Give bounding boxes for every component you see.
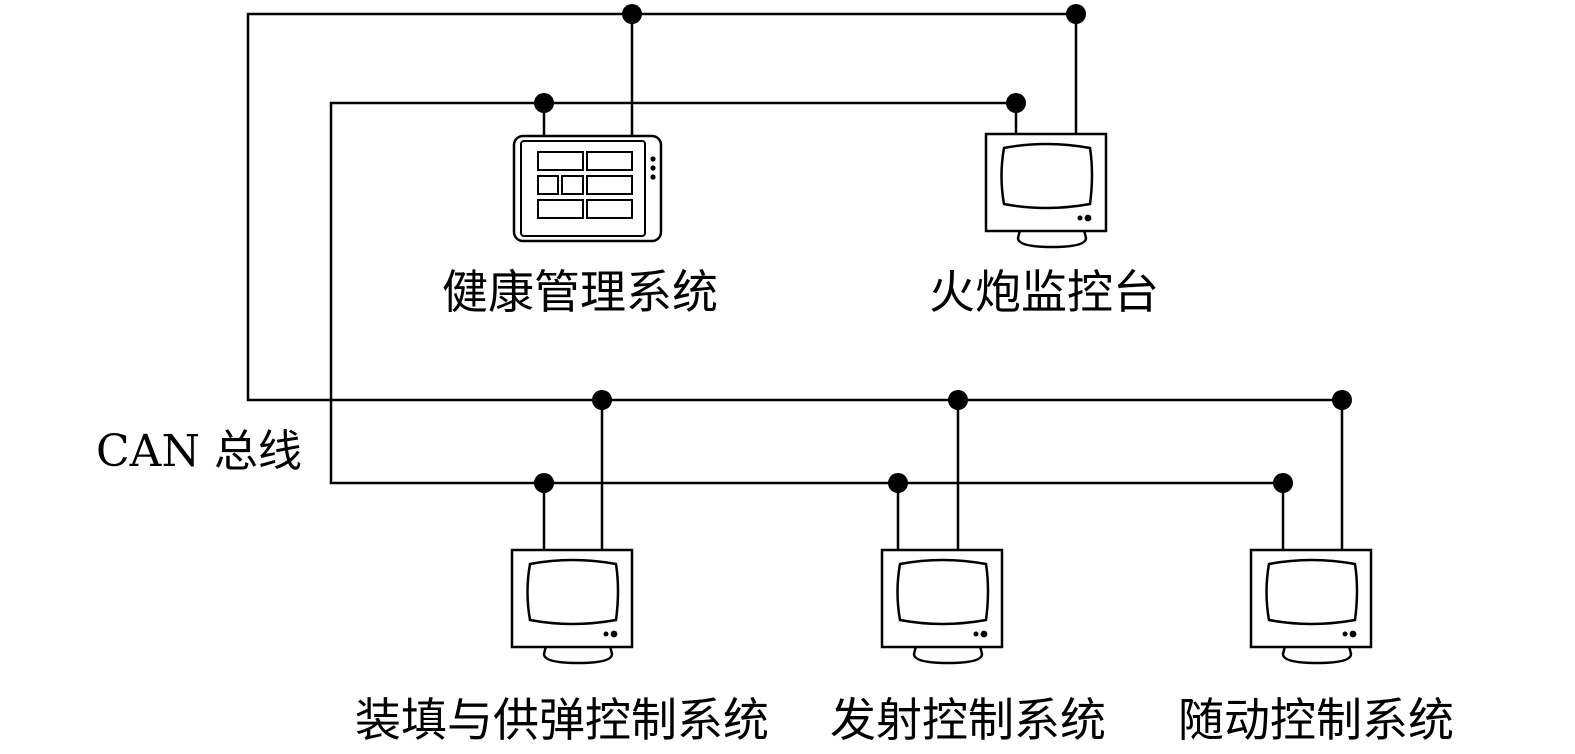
bus-a-line [246, 12, 1342, 402]
bus-a-junction-dot [592, 390, 612, 410]
bus-b-junction-dot [534, 473, 554, 493]
bus-a-junction-dot [1066, 4, 1086, 24]
node-label-launch-control: 发射控制系统 [830, 693, 1106, 747]
node-label-servo-control: 随动控制系统 [1178, 693, 1454, 747]
node-label-loading-supply: 装填与供弹控制系统 [355, 693, 769, 747]
can-bus-b [329, 93, 1293, 550]
bus-b-junction-dot [1006, 93, 1026, 113]
node-label-health-management: 健康管理系统 [442, 265, 718, 319]
node-label-gun-monitor: 火炮监控台 [929, 265, 1159, 319]
bus-b-junction-dot [534, 93, 554, 113]
bus-b-junction-dot [888, 473, 908, 493]
monitor-icon [1249, 548, 1373, 665]
bus-b-junction-dot [1273, 473, 1293, 493]
tablet-panel-icon [512, 134, 663, 243]
can-bus-a [246, 4, 1352, 550]
bus-a-junction-dot [622, 4, 642, 24]
monitor-icon [880, 548, 1004, 665]
bus-a-junction-dot [948, 390, 968, 410]
bus-a-junction-dot [1332, 390, 1352, 410]
bus-label: CAN 总线 [96, 426, 302, 477]
monitor-icon [984, 132, 1108, 249]
monitor-icon [510, 548, 634, 665]
bus-b-line [329, 101, 1283, 485]
